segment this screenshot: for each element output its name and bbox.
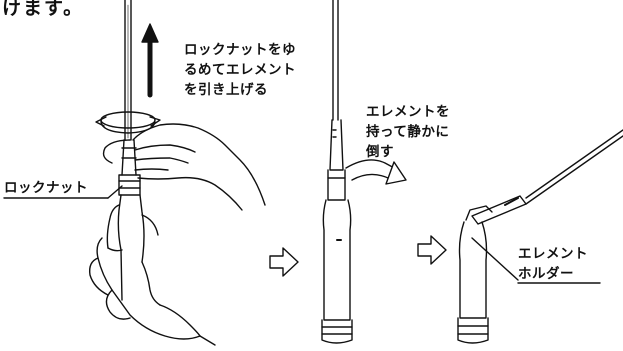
element-holder-label-line1: エレメント bbox=[518, 246, 588, 262]
step1-up-arrow bbox=[141, 23, 159, 98]
step1-rotation-arrow bbox=[95, 111, 161, 134]
heading-fragment: けます。 bbox=[2, 0, 85, 19]
lock-nut-label: ロックナット bbox=[4, 180, 88, 196]
step2-instruction-line2: 持って静かに bbox=[366, 124, 450, 140]
step2-antenna bbox=[321, 0, 353, 344]
step1-instruction-line3: を引き上げる bbox=[184, 82, 268, 98]
step-arrow-2 bbox=[417, 235, 447, 265]
step2-tilt-arrow bbox=[345, 159, 407, 185]
step3-antenna bbox=[457, 129, 623, 344]
step1-instruction-line1: ロックナットをゆ bbox=[184, 42, 296, 58]
step2-instruction-line3: 倒す bbox=[366, 144, 394, 160]
element-holder-leader bbox=[471, 237, 601, 284]
element-holder-label-line2: ホルダー bbox=[518, 266, 574, 282]
step1-lower-hand bbox=[88, 204, 216, 346]
step1-upper-hand bbox=[102, 123, 266, 211]
step-arrow-1 bbox=[269, 247, 299, 277]
step1-instruction-line2: るめてエレメント bbox=[184, 62, 296, 78]
step2-instruction-line1: エレメントを bbox=[366, 104, 450, 120]
step1-antenna bbox=[117, 0, 145, 301]
lock-nut-leader bbox=[3, 185, 123, 199]
